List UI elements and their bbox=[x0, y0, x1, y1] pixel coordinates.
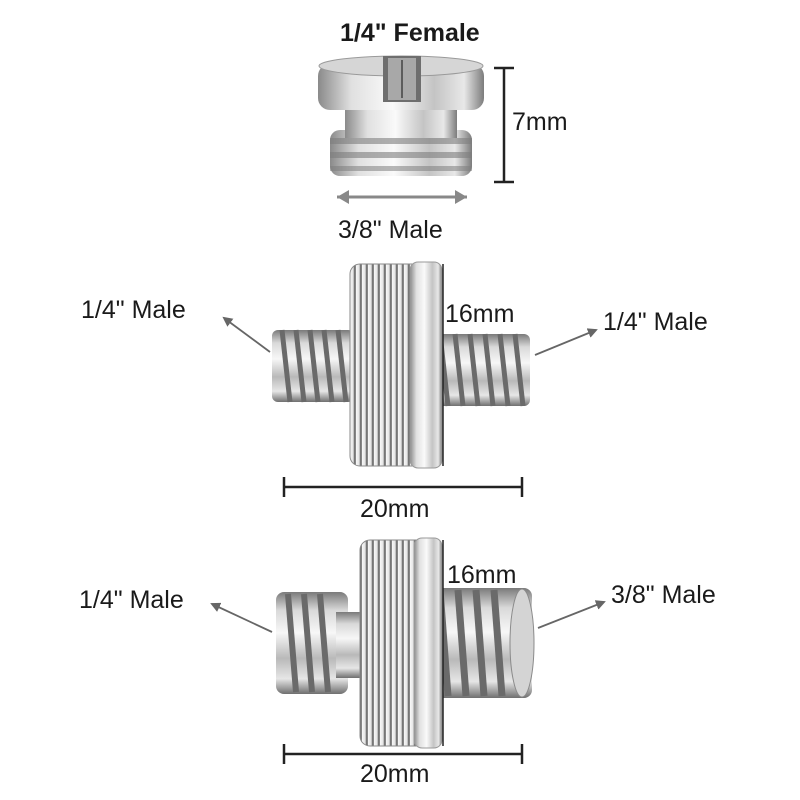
screw-bottom-right-thread bbox=[420, 588, 535, 698]
top-height-label: 7mm bbox=[512, 108, 568, 136]
screw-bottom-left-arrow bbox=[210, 602, 273, 633]
thread-width-arrow bbox=[337, 190, 467, 204]
middle-length-label: 20mm bbox=[360, 495, 430, 523]
screw-bottom-left-thread bbox=[276, 592, 362, 694]
screw-bottom-knurled-wheel bbox=[359, 537, 443, 749]
bottom-left-label: 1/4" Male bbox=[79, 586, 184, 614]
screw-middle-left-arrow bbox=[222, 316, 271, 353]
middle-diameter-label: 16mm bbox=[445, 300, 515, 328]
bottom-diameter-label: 16mm bbox=[447, 561, 517, 589]
screw-bottom-right-arrow bbox=[537, 600, 606, 629]
screw-middle-image bbox=[272, 261, 530, 469]
screw-bottom-image bbox=[276, 537, 535, 749]
screw-middle-knurled-wheel bbox=[349, 261, 443, 469]
screw-bottom-length-dimension bbox=[282, 744, 524, 764]
middle-right-label: 1/4" Male bbox=[603, 308, 708, 336]
top-male-label: 3/8" Male bbox=[338, 216, 443, 244]
middle-left-label: 1/4" Male bbox=[81, 296, 186, 324]
adapter-top-thread bbox=[330, 130, 472, 176]
bottom-length-label: 20mm bbox=[360, 760, 430, 788]
adapter-top-image bbox=[318, 55, 484, 176]
screw-middle-left-thread bbox=[272, 329, 354, 403]
top-female-label: 1/4" Female bbox=[340, 19, 480, 47]
height-dimension bbox=[494, 66, 514, 184]
screw-middle-right-thread bbox=[425, 333, 530, 407]
screw-middle-right-arrow bbox=[534, 328, 598, 356]
adapter-top-neck bbox=[345, 108, 457, 138]
adapter-top-head bbox=[318, 55, 484, 110]
bottom-right-label: 3/8" Male bbox=[611, 581, 716, 609]
screw-middle-length-dimension bbox=[282, 477, 524, 497]
